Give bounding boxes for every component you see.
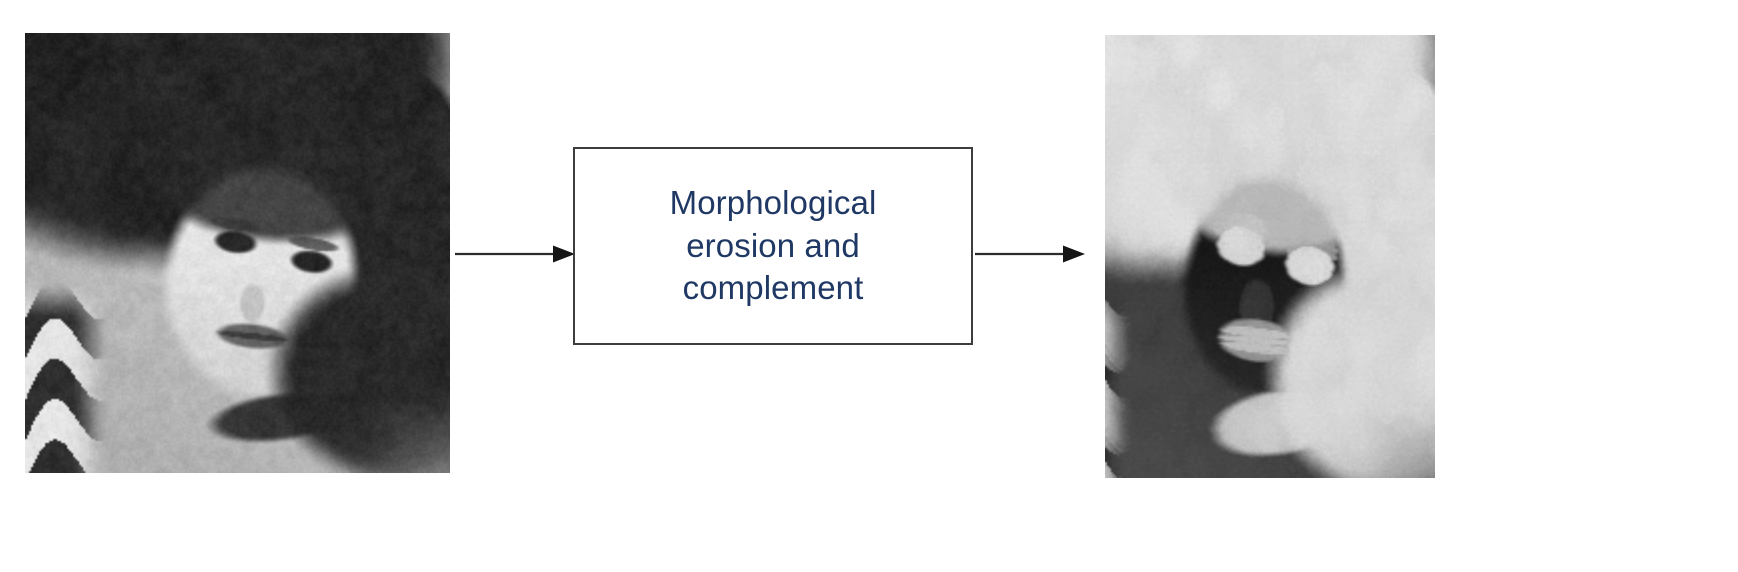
input-photo: [25, 33, 450, 473]
output-photo-bitmap: [1105, 35, 1435, 478]
process-box-label: Morphological erosion and complement: [669, 183, 877, 307]
process-box[interactable]: Morphological erosion and complement: [573, 147, 973, 345]
output-photo: [1105, 35, 1435, 478]
input-photo-bitmap: [25, 33, 450, 473]
arrow-input-to-process: [455, 241, 575, 267]
arrow-process-to-output: [975, 241, 1085, 267]
